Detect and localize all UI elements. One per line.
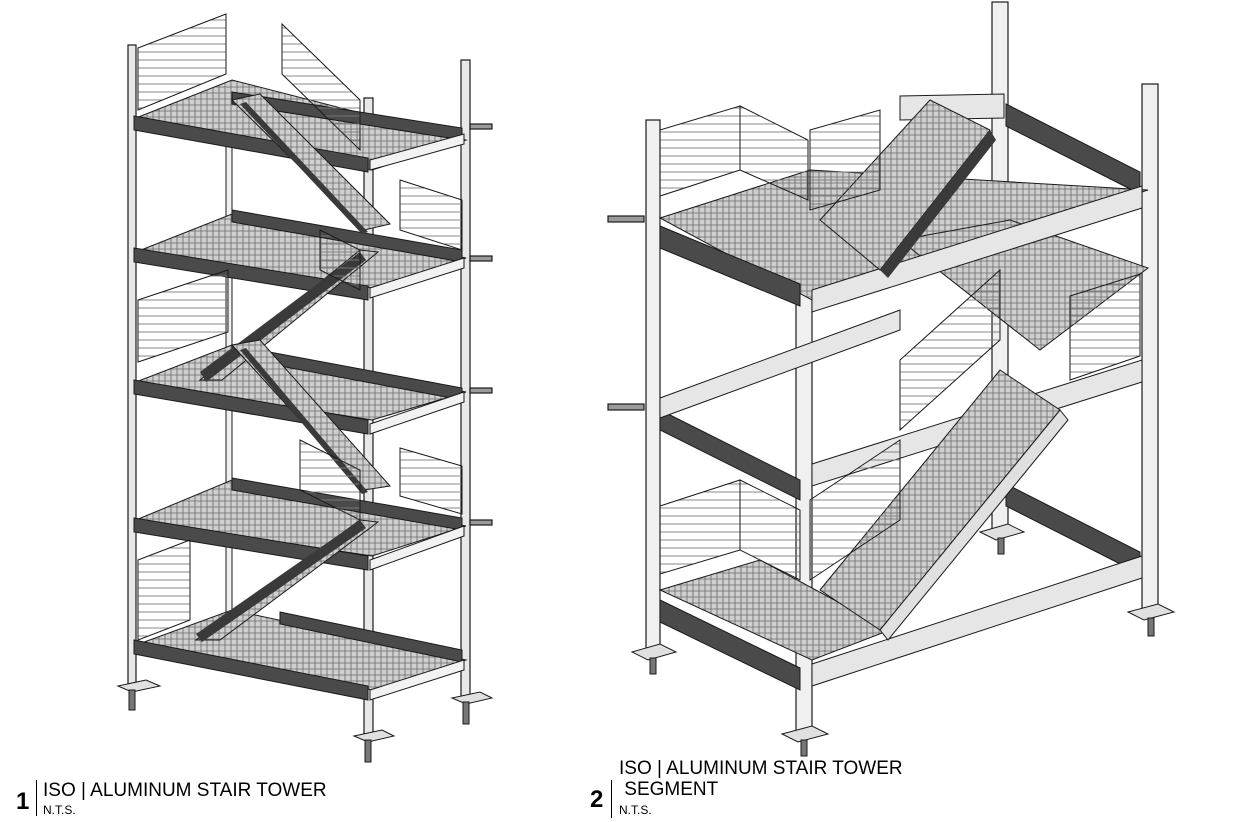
stair-tower-segment bbox=[607, 1, 1176, 757]
segment-wall-brackets bbox=[607, 215, 645, 411]
segment-stairs bbox=[819, 99, 1069, 641]
view-scale: N.T.S. bbox=[43, 803, 76, 817]
caption-divider bbox=[611, 780, 612, 818]
caption-view-2: 2 ISO | ALUMINUM STAIR TOWER SEGMENT N.T… bbox=[590, 758, 990, 822]
stair-tower-full bbox=[116, 13, 494, 763]
segment-beams-dark bbox=[659, 103, 1141, 691]
caption-view-1: 1 ISO | ALUMINUM STAIR TOWER N.T.S. bbox=[0, 770, 400, 822]
view-scale: N.T.S. bbox=[619, 803, 652, 817]
base-plates bbox=[116, 679, 494, 763]
view-title-line-1: ISO | ALUMINUM STAIR TOWER bbox=[619, 758, 903, 779]
post-left bbox=[645, 119, 661, 651]
segment-guard-rails bbox=[659, 105, 1141, 581]
post-front-left bbox=[127, 44, 137, 686]
wall-brackets bbox=[469, 123, 493, 526]
caption-divider bbox=[36, 780, 37, 816]
guard-rails bbox=[137, 13, 463, 641]
post-right bbox=[1141, 83, 1159, 615]
post-back-right bbox=[460, 59, 471, 701]
beams-light bbox=[369, 133, 465, 701]
view-number: 1 bbox=[16, 788, 30, 815]
view-number: 2 bbox=[590, 786, 604, 813]
view-title: ISO | ALUMINUM STAIR TOWER bbox=[43, 780, 327, 801]
view-title-line-2: SEGMENT bbox=[619, 779, 719, 800]
segment-base-plates bbox=[630, 523, 1176, 757]
